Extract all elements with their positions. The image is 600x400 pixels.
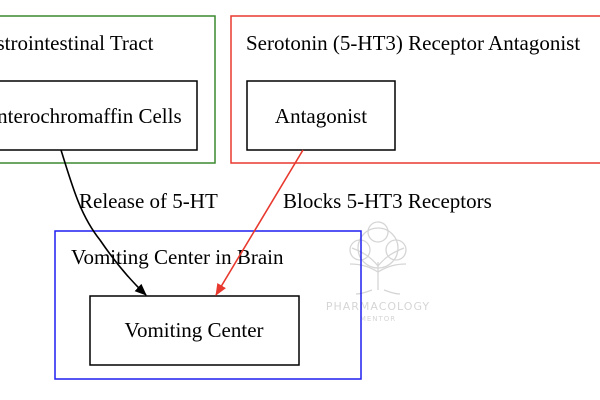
edge-release-5ht [60,149,147,296]
tree-icon [349,221,407,295]
edge-label-blocks-receptors: Blocks 5-HT3 Receptors [283,189,492,213]
cluster-gastrointestinal-tract [0,15,216,164]
cluster-label-antagonist: Serotonin (5-HT3) Receptor Antagonist [246,31,580,55]
cluster-label-brain: Vomiting Center in Brain [71,245,284,269]
cluster-label-gi: Gastrointestinal Tract [0,31,154,55]
node-vomiting-center [89,295,300,366]
node-label-antagonist: Antagonist [275,104,367,128]
node-label-enterochromaffin: Enterochromaffin Cells [0,104,182,128]
node-label-vomiting-center: Vomiting Center [124,318,263,342]
node-enterochromaffin-cells [0,80,198,151]
cluster-vomiting-center-brain [54,230,362,380]
cluster-receptor-antagonist [230,15,600,164]
edge-label-release-5ht: Release of 5-HT [79,189,218,213]
watermark-line1: PHARMACOLOGY [326,300,430,313]
edge-blocks-receptors [215,149,304,296]
watermark-line2: MENTOR [360,315,396,323]
watermark: PHARMACOLOGY MENTOR [326,221,430,323]
node-antagonist [246,80,396,151]
